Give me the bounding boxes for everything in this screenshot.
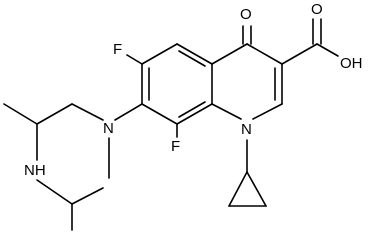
bond <box>36 179 73 205</box>
ketone-oxygen-label: O <box>240 6 252 23</box>
bond <box>141 103 178 125</box>
methyl-bond <box>3 103 38 125</box>
bond <box>252 103 283 120</box>
bond <box>71 103 104 121</box>
bond <box>211 103 242 120</box>
bond <box>211 43 248 65</box>
fluorine-top-label: F <box>113 41 122 58</box>
double-bond-inner <box>178 50 206 67</box>
bond <box>176 43 213 65</box>
amine-label: NH <box>24 162 46 179</box>
bond <box>228 171 248 207</box>
bond <box>71 187 104 205</box>
piperazine-nitrogen-label: N <box>103 120 114 137</box>
bond <box>176 103 213 125</box>
double-bond-inner <box>178 101 206 118</box>
ring-nitrogen-label: N <box>241 121 252 138</box>
molecule-structure: F F O O OH N N NH <box>3 1 363 231</box>
fluorine-bottom-label: F <box>171 138 180 155</box>
bond-lines <box>3 18 339 231</box>
bond <box>141 43 178 65</box>
bond <box>114 103 143 121</box>
bond <box>316 43 339 57</box>
bond <box>126 54 143 65</box>
bond <box>281 43 318 65</box>
bond <box>36 103 73 125</box>
acid-oxygen-label: O <box>311 1 323 18</box>
bond <box>246 171 267 207</box>
bond <box>246 43 283 65</box>
atom-labels: F F O O OH N N NH <box>24 1 363 179</box>
hydroxyl-label: OH <box>340 55 363 72</box>
